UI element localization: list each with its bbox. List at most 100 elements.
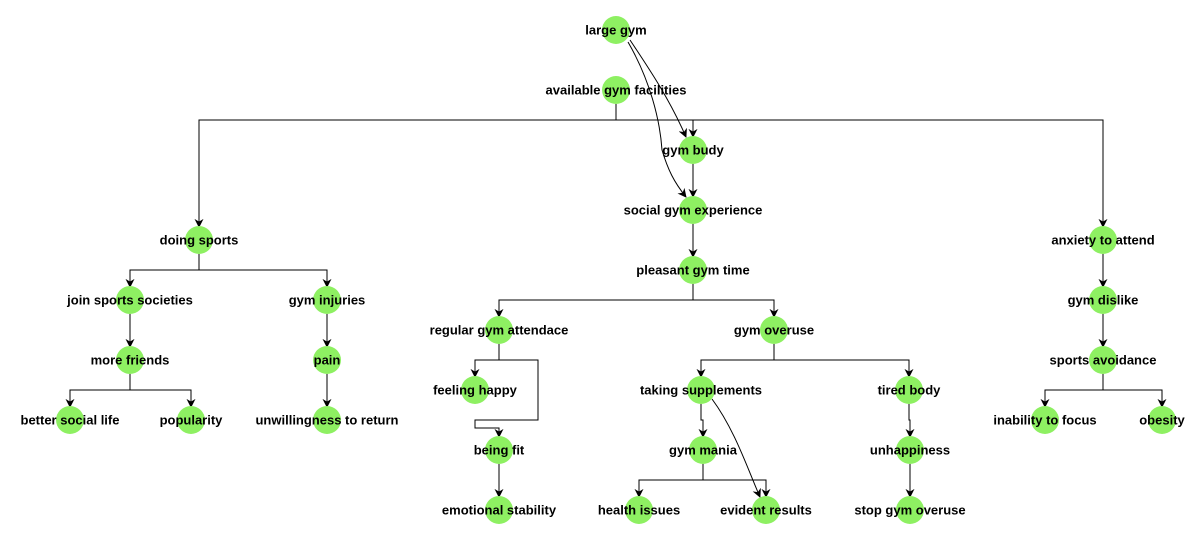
node-unhappiness[interactable]: unhappiness xyxy=(870,436,950,464)
edge-gym-overuse-to-taking-supplements xyxy=(696,344,775,378)
node-pleasant-gym-time[interactable]: pleasant gym time xyxy=(636,256,750,284)
node-gym-dislike[interactable]: gym dislike xyxy=(1068,286,1139,314)
node-label-doing-sports: doing sports xyxy=(160,233,239,248)
node-dot-large-gym xyxy=(602,16,630,44)
node-dot-gym-injuries xyxy=(313,286,341,314)
node-label-sports-avoidance: sports avoidance xyxy=(1050,353,1157,368)
node-stop-gym-overuse[interactable]: stop gym overuse xyxy=(854,496,966,524)
edge-available-gym-facilities-to-doing-sports xyxy=(194,104,617,228)
node-label-gym-overuse: gym overuse xyxy=(734,323,814,338)
node-emotional-stability[interactable]: emotional stability xyxy=(442,496,557,524)
node-label-evident-results: evident results xyxy=(720,503,812,518)
node-more-friends[interactable]: more friends xyxy=(91,346,170,374)
node-label-taking-supplements: taking supplements xyxy=(640,383,762,398)
node-dot-pleasant-gym-time xyxy=(679,256,707,284)
node-label-pain: pain xyxy=(314,353,341,368)
node-dot-join-sports-societies xyxy=(116,286,144,314)
node-better-social-life[interactable]: better social life xyxy=(21,406,120,434)
edge-more-friends-to-better-social-life xyxy=(65,374,131,408)
node-dot-social-gym-experience xyxy=(679,196,707,224)
node-social-gym-experience[interactable]: social gym experience xyxy=(624,196,763,224)
edge-gym-overuse-to-tired-body xyxy=(773,344,914,378)
node-dot-gym-mania xyxy=(689,436,717,464)
node-label-social-gym-experience: social gym experience xyxy=(624,203,763,218)
node-label-join-sports-societies: join sports societies xyxy=(66,293,193,308)
edge-doing-sports-to-gym-injuries xyxy=(198,254,332,288)
node-sports-avoidance[interactable]: sports avoidance xyxy=(1050,346,1157,374)
node-dot-evident-results xyxy=(752,496,780,524)
node-dot-emotional-stability xyxy=(485,496,513,524)
node-label-tired-body: tired body xyxy=(878,383,942,398)
node-dot-feeling-happy xyxy=(461,376,489,404)
node-dot-unhappiness xyxy=(896,436,924,464)
node-dot-doing-sports xyxy=(185,226,213,254)
node-tired-body[interactable]: tired body xyxy=(878,376,942,404)
node-inability-to-focus[interactable]: inability to focus xyxy=(993,406,1097,434)
node-label-large-gym: large gym xyxy=(585,23,646,38)
node-label-better-social-life: better social life xyxy=(21,413,120,428)
node-label-anxiety-to-attend: anxiety to attend xyxy=(1051,233,1154,248)
node-label-stop-gym-overuse: stop gym overuse xyxy=(854,503,965,518)
node-join-sports-societies[interactable]: join sports societies xyxy=(66,286,193,314)
node-dot-regular-gym-attendace xyxy=(485,316,513,344)
node-evident-results[interactable]: evident results xyxy=(720,496,812,524)
node-dot-gym-dislike xyxy=(1089,286,1117,314)
node-available-gym-facilities[interactable]: available gym facilities xyxy=(546,76,687,104)
node-unwillingness-to-return[interactable]: unwillingness to return xyxy=(255,406,399,434)
node-regular-gym-attendace[interactable]: regular gym attendace xyxy=(430,316,569,344)
node-dot-sports-avoidance xyxy=(1089,346,1117,374)
node-label-unwillingness-to-return: unwillingness to return xyxy=(255,413,398,428)
node-dot-taking-supplements xyxy=(687,376,715,404)
node-taking-supplements[interactable]: taking supplements xyxy=(640,376,762,404)
node-label-gym-budy: gym budy xyxy=(662,143,724,158)
edge-pleasant-gym-time-to-gym-overuse xyxy=(692,284,779,318)
node-gym-budy[interactable]: gym budy xyxy=(662,136,724,164)
node-feeling-happy[interactable]: feeling happy xyxy=(433,376,518,404)
node-gym-injuries[interactable]: gym injuries xyxy=(289,286,366,314)
edge-available-gym-facilities-to-anxiety-to-attend xyxy=(615,104,1108,228)
node-being-fit[interactable]: being fit xyxy=(474,436,525,464)
edge-sports-avoidance-to-inability-to-focus xyxy=(1040,374,1104,408)
node-health-issues[interactable]: health issues xyxy=(598,496,680,524)
node-dot-gym-budy xyxy=(679,136,707,164)
node-label-gym-injuries: gym injuries xyxy=(289,293,366,308)
node-dot-more-friends xyxy=(116,346,144,374)
node-gym-mania[interactable]: gym mania xyxy=(669,436,738,464)
node-label-pleasant-gym-time: pleasant gym time xyxy=(636,263,749,278)
node-dot-unwillingness-to-return xyxy=(313,406,341,434)
node-label-emotional-stability: emotional stability xyxy=(442,503,557,518)
node-label-popularity: popularity xyxy=(160,413,224,428)
node-label-gym-mania: gym mania xyxy=(669,443,738,458)
node-label-unhappiness: unhappiness xyxy=(870,443,950,458)
node-doing-sports[interactable]: doing sports xyxy=(160,226,239,254)
node-gym-overuse[interactable]: gym overuse xyxy=(734,316,814,344)
node-dot-health-issues xyxy=(625,496,653,524)
node-label-being-fit: being fit xyxy=(474,443,525,458)
edge-regular-gym-attendace-to-feeling-happy xyxy=(470,344,500,378)
node-obesity[interactable]: obesity xyxy=(1139,406,1186,434)
node-dot-being-fit xyxy=(485,436,513,464)
node-dot-anxiety-to-attend xyxy=(1089,226,1117,254)
node-label-feeling-happy: feeling happy xyxy=(433,383,518,398)
edge-large-gym-to-social-gym-experience xyxy=(627,41,687,198)
node-popularity[interactable]: popularity xyxy=(160,406,224,434)
node-dot-inability-to-focus xyxy=(1031,406,1059,434)
node-anxiety-to-attend[interactable]: anxiety to attend xyxy=(1051,226,1155,254)
node-large-gym[interactable]: large gym xyxy=(585,16,647,44)
node-dot-better-social-life xyxy=(56,406,84,434)
node-label-health-issues: health issues xyxy=(598,503,680,518)
edge-sports-avoidance-to-obesity xyxy=(1102,374,1167,408)
edge-more-friends-to-popularity xyxy=(129,374,196,408)
edge-large-gym-to-gym-budy xyxy=(629,39,687,138)
node-dot-gym-overuse xyxy=(760,316,788,344)
node-pain[interactable]: pain xyxy=(313,346,341,374)
edge-doing-sports-to-join-sports-societies xyxy=(125,254,200,288)
edge-taking-supplements-to-evident-results xyxy=(711,398,761,498)
node-dot-tired-body xyxy=(895,376,923,404)
node-label-obesity: obesity xyxy=(1139,413,1185,428)
node-dot-pain xyxy=(313,346,341,374)
node-dot-popularity xyxy=(177,406,205,434)
edge-pleasant-gym-time-to-regular-gym-attendace xyxy=(494,284,694,318)
edge-taking-supplements-to-gym-mania xyxy=(698,404,708,438)
